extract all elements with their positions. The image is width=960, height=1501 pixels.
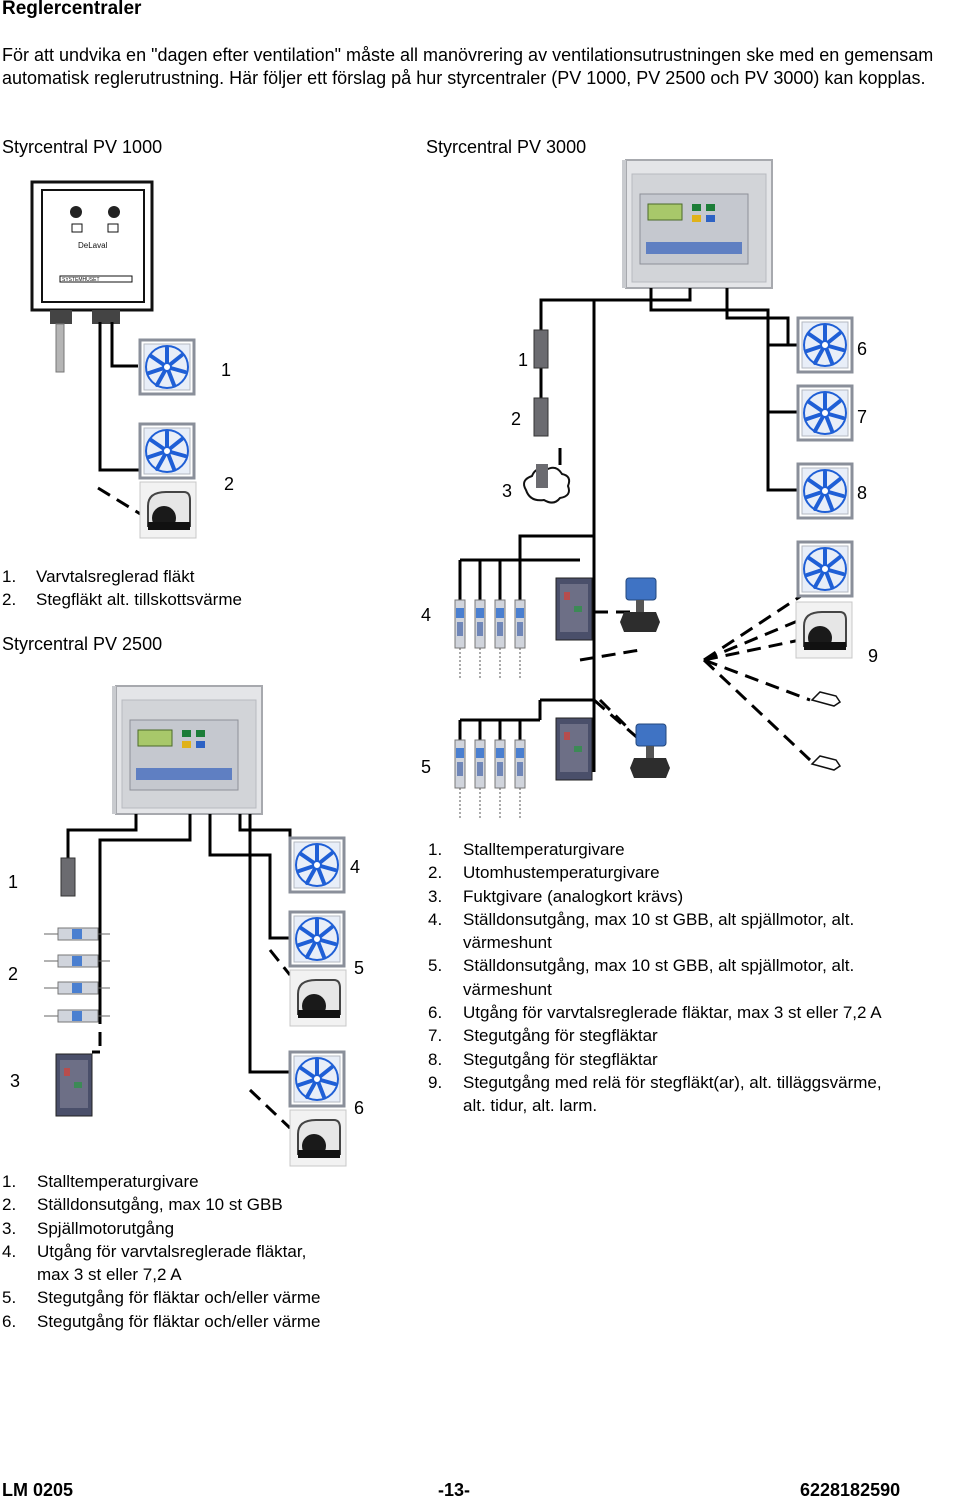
pv3000-label-4: 4 bbox=[421, 605, 432, 625]
intro-paragraph: För att undvika en "dagen efter ventilat… bbox=[2, 45, 934, 88]
pv2500-label-2: 2 bbox=[8, 964, 19, 984]
legend-item: 2.Stegfläkt alt. tillskottsvärme bbox=[2, 590, 242, 610]
pv1000-unit: DeLaval SYSTEMHUSET bbox=[30, 180, 154, 373]
pv3000-label-7: 7 bbox=[857, 407, 868, 427]
pv1000-label-1: 1 bbox=[221, 360, 232, 380]
pv3000-heading: Styrcentral PV 3000 bbox=[426, 137, 587, 157]
legend-item: 5.Stegutgång för fläktar och/eller värme bbox=[2, 1288, 321, 1308]
pv2500-label-1: 1 bbox=[8, 872, 19, 892]
legend-item-continuation: alt. tidur, alt. larm. bbox=[463, 1096, 598, 1116]
pv3000-label-9: 9 bbox=[868, 646, 879, 666]
pv3000-label-6: 6 bbox=[857, 339, 868, 359]
legend-item: 1.Stalltemperaturgivare bbox=[428, 840, 625, 859]
pv3000-label-3: 3 bbox=[502, 481, 513, 501]
pv2500-label-5: 5 bbox=[354, 958, 365, 978]
pv3000-label-8: 8 bbox=[857, 483, 868, 503]
pv2500-label-3: 3 bbox=[10, 1071, 21, 1091]
legend-item-continuation: max 3 st eller 7,2 A bbox=[37, 1265, 182, 1285]
legend-item: 4.Ställdonsutgång, max 10 st GBB, alt sp… bbox=[428, 909, 855, 929]
legend-item: 4.Utgång för varvtalsreglerade fläktar, bbox=[2, 1241, 307, 1261]
legend-item-continuation: värmeshunt bbox=[463, 933, 552, 953]
footer-page-number: -13- bbox=[438, 1480, 471, 1500]
svg-text:SYSTEMHUSET: SYSTEMHUSET bbox=[62, 277, 100, 283]
footer-article-number: 6228182590 bbox=[800, 1480, 901, 1500]
pv3000-label-2: 2 bbox=[511, 409, 522, 429]
legend-item: 1.Stalltemperaturgivare bbox=[2, 1172, 199, 1191]
pv3000-label-5: 5 bbox=[421, 757, 432, 777]
legend-item: 5.Ställdonsutgång, max 10 st GBB, alt sp… bbox=[428, 956, 855, 976]
pv2500-label-6: 6 bbox=[354, 1098, 365, 1118]
legend-item: 2.Utomhustemperaturgivare bbox=[428, 863, 660, 883]
legend-item: 1.Varvtalsreglerad fläkt bbox=[2, 567, 195, 586]
pv1000-heading: Styrcentral PV 1000 bbox=[2, 137, 163, 157]
pv2500-label-4: 4 bbox=[350, 857, 361, 877]
legend-item: 2.Ställdonsutgång, max 10 st GBB bbox=[2, 1195, 283, 1215]
legend-item: 6.Utgång för varvtalsreglerade fläktar, … bbox=[428, 1003, 882, 1023]
page-title: Reglercentraler bbox=[2, 0, 142, 19]
legend-item-continuation: värmeshunt bbox=[463, 979, 552, 999]
pv3000-legend: 1.Stalltemperaturgivare 2.Utomhustempera… bbox=[428, 838, 960, 1118]
svg-text:DeLaval: DeLaval bbox=[78, 241, 108, 250]
legend-item: 3.Spjällmotorutgång bbox=[2, 1218, 175, 1238]
pv1000-label-2: 2 bbox=[224, 474, 235, 494]
footer-doc-code: LM 0205 bbox=[2, 1480, 74, 1500]
legend-item: 7.Stegutgång för stegfläktar bbox=[428, 1026, 658, 1046]
legend-item: 9.Stegutgång med relä för stegfläkt(ar),… bbox=[428, 1072, 882, 1092]
pv2500-legend: 1.Stalltemperaturgivare 2.Ställdonsutgån… bbox=[2, 1170, 422, 1333]
pv1000-legend: 1.Varvtalsreglerad fläkt 2.Stegfläkt alt… bbox=[2, 565, 402, 612]
legend-item: 8.Stegutgång för stegfläktar bbox=[428, 1049, 658, 1069]
hand-icons bbox=[810, 691, 842, 771]
humidity-sensor bbox=[523, 464, 571, 504]
legend-item: 6.Stegutgång för fläktar och/eller värme bbox=[2, 1311, 321, 1331]
legend-item: 3.Fuktgivare (analogkort krävs) bbox=[428, 886, 684, 906]
pv2500-heading: Styrcentral PV 2500 bbox=[2, 634, 163, 654]
pv3000-label-1: 1 bbox=[518, 350, 529, 370]
